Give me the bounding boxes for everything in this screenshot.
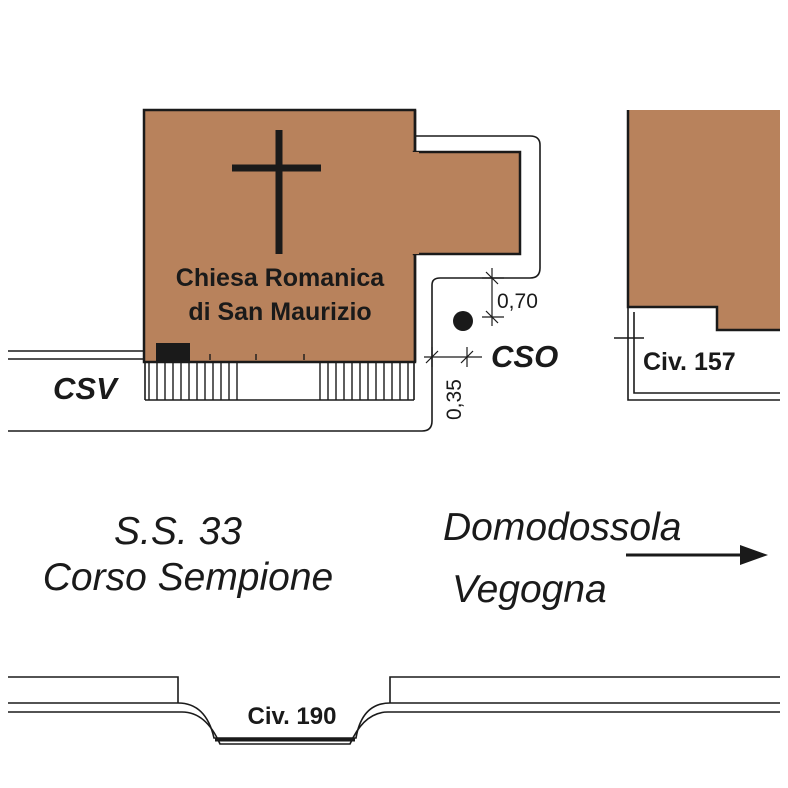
- church-name-line2: di San Maurizio: [188, 298, 371, 326]
- cross-icon: [232, 130, 321, 254]
- steps-left: [148, 362, 238, 400]
- arrow-right-icon: [626, 545, 768, 565]
- dimension-035: [424, 347, 482, 367]
- dimension-070: [482, 268, 504, 326]
- survey-point-icon: [453, 311, 473, 331]
- neighbor-building: [626, 110, 780, 332]
- csv-label: CSV: [53, 371, 119, 406]
- church-annex: [412, 150, 522, 256]
- lower-sidewalk: [8, 676, 780, 745]
- direction-line2: Vegogna: [452, 568, 607, 611]
- civ157-label: Civ. 157: [643, 348, 736, 376]
- entrance-marker: [156, 343, 190, 361]
- cso-label: CSO: [491, 339, 558, 374]
- civ190-label: Civ. 190: [248, 703, 337, 730]
- church-name-line1: Chiesa Romanica: [176, 264, 386, 292]
- dimension-070-label: 0,70: [497, 290, 538, 313]
- church-building: [142, 108, 522, 364]
- steps-right: [319, 362, 409, 400]
- road-name: Corso Sempione: [43, 556, 333, 599]
- dimension-035-label: 0,35: [443, 379, 466, 420]
- direction-line1: Domodossola: [443, 506, 681, 549]
- neighbor-sidewalk: [614, 307, 780, 401]
- road-number: S.S. 33: [114, 510, 242, 553]
